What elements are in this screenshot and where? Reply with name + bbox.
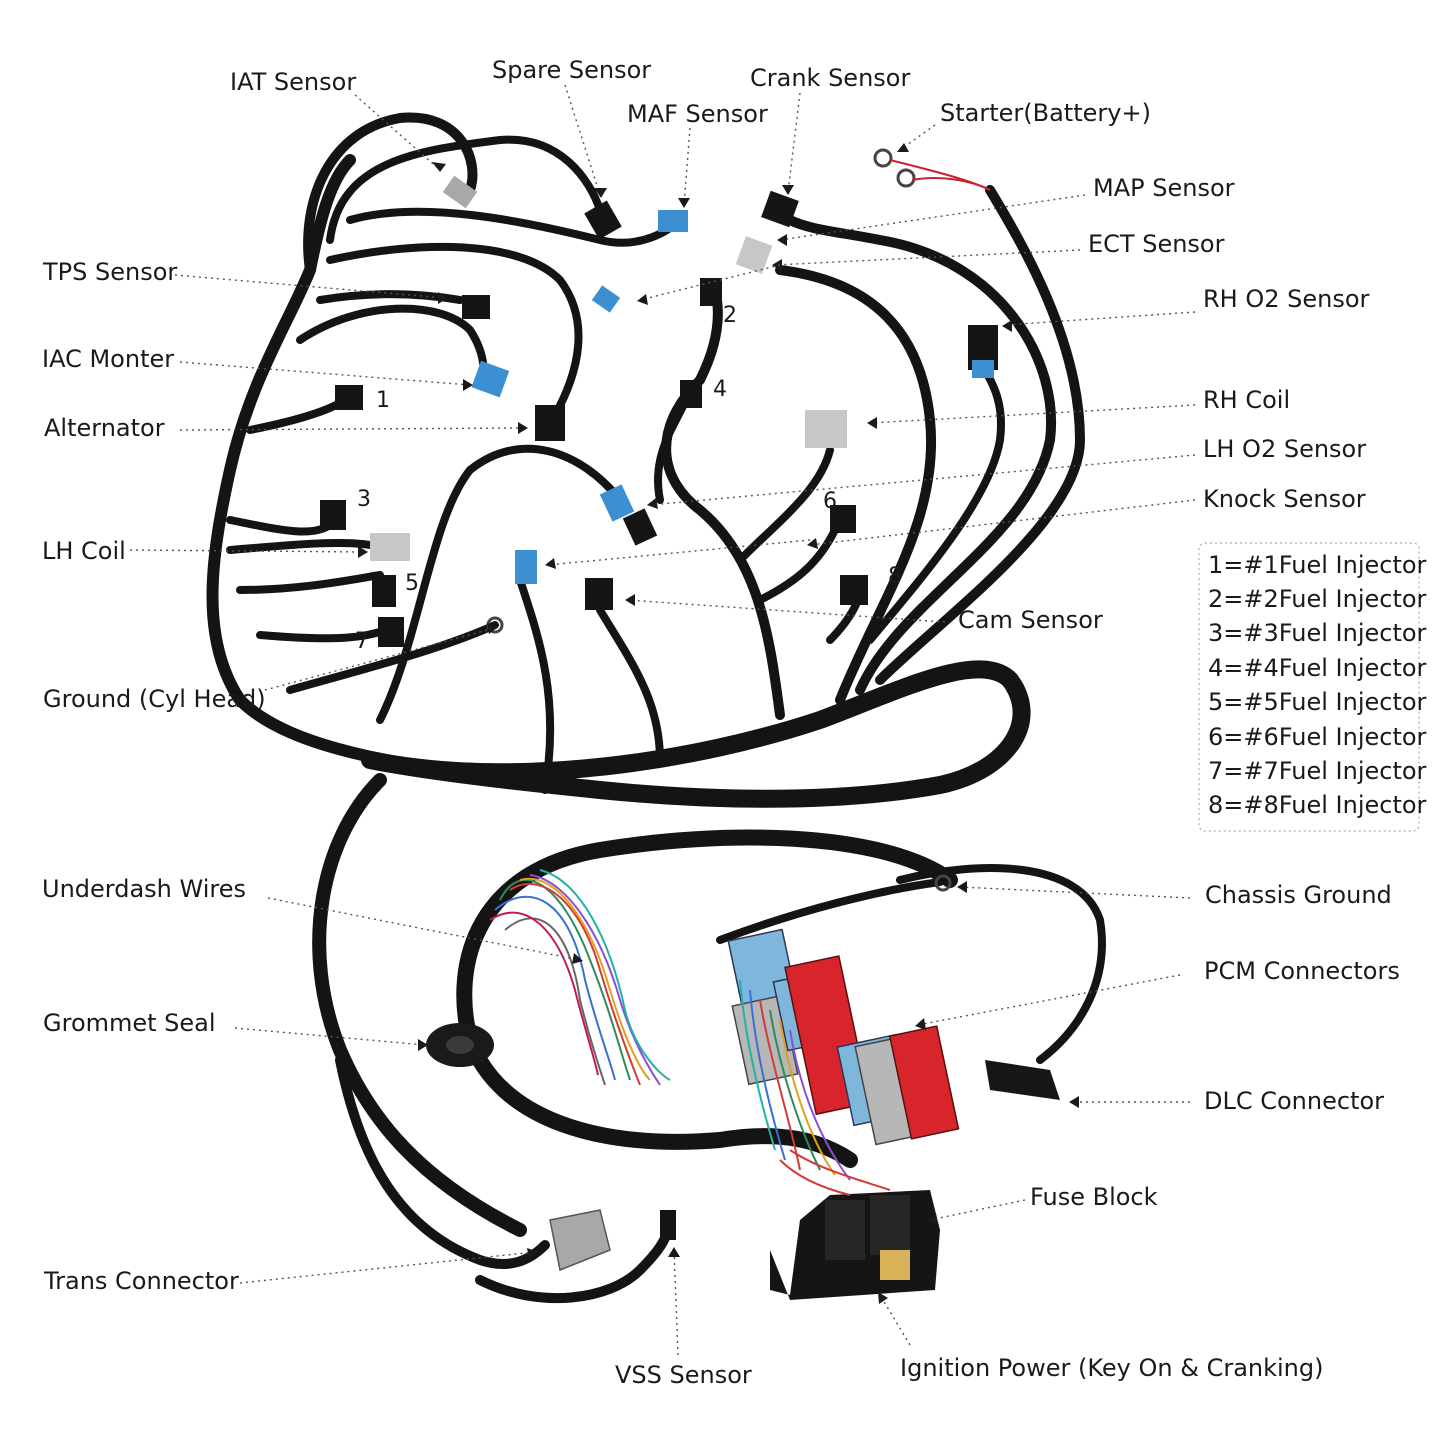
center-loop-wire (376, 444, 624, 724)
pcm-connectors (727, 928, 960, 1146)
label-spare-sensor: Spare Sensor (492, 56, 651, 84)
injector-number-5: 5 (405, 571, 419, 596)
label-cam-sensor: Cam Sensor (958, 606, 1103, 634)
label-pcm-connectors: PCM Connectors (1204, 957, 1400, 985)
injector-number-3: 3 (357, 487, 371, 512)
label-iat-sensor: IAT Sensor (230, 68, 356, 96)
label-underdash-wires: Underdash Wires (42, 875, 246, 903)
pcm-loom (456, 829, 958, 1048)
starter-wire (875, 185, 1085, 685)
label-ignition-power: Ignition Power (Key On & Cranking) (900, 1354, 1323, 1382)
rh-o2-wire (866, 366, 1005, 644)
harness-wires (206, 112, 1106, 1304)
rh-coil-wire (775, 265, 937, 705)
label-maf-sensor: MAF Sensor (627, 100, 768, 128)
injector-number-2: 2 (723, 303, 737, 328)
label-trans-connector: Trans Connector (43, 1267, 239, 1295)
label-iac-monter: IAC Monter (42, 345, 174, 373)
trans-wire (335, 1055, 550, 1269)
label-lh-coil: LH Coil (42, 537, 126, 565)
legend-item-6: 6=#6Fuel Injector (1208, 723, 1427, 751)
label-grommet-seal: Grommet Seal (43, 1009, 216, 1037)
injector-number-4: 4 (713, 377, 727, 402)
legend-item-4: 4=#4Fuel Injector (1208, 654, 1427, 682)
injector-number-6: 6 (823, 489, 837, 514)
injector-number-8: 8 (888, 564, 902, 589)
label-ect-sensor: ECT Sensor (1088, 230, 1225, 258)
component-labels: IAT Sensor Spare Sensor Crank Sensor MAF… (42, 56, 1400, 1389)
iat-wire (303, 112, 478, 275)
vss-wire (475, 1225, 673, 1304)
grommet-seal-shape (426, 1023, 494, 1067)
pcm-wire-tails (739, 979, 851, 1181)
label-tps-sensor: TPS Sensor (42, 258, 177, 286)
inj7-wire (256, 626, 389, 643)
tps-wire (316, 290, 464, 304)
connector-bodies (320, 148, 998, 1240)
inj6-wire (756, 526, 839, 604)
leader-lines (129, 84, 1196, 1356)
cam-conn-wire (596, 606, 664, 764)
legend-item-1: 1=#1Fuel Injector (1208, 551, 1427, 579)
spare-wire (326, 135, 604, 244)
label-alternator: Alternator (44, 414, 165, 442)
dlc-connector-shape (985, 1060, 1060, 1100)
label-map-sensor: MAP Sensor (1093, 174, 1235, 202)
inj5-wire (236, 571, 384, 594)
chassis-ground-wire (716, 878, 944, 944)
legend-item-3: 3=#3Fuel Injector (1208, 619, 1427, 647)
label-dlc-connector: DLC Connector (1204, 1087, 1384, 1115)
pcm-loom-lower (462, 1032, 858, 1168)
map-wire (785, 215, 1057, 695)
underdash-wires (489, 869, 671, 1086)
label-fuse-block: Fuse Block (1030, 1183, 1158, 1211)
left-loop-wire (206, 154, 606, 796)
legend-item-5: 5=#5Fuel Injector (1208, 688, 1427, 716)
injector-numbers: 1 2 3 4 5 6 7 8 (355, 303, 902, 654)
legend-item-7: 7=#7Fuel Injector (1208, 757, 1427, 785)
injector-number-7: 7 (355, 629, 369, 654)
knock-wire (736, 446, 834, 564)
injector-legend: 1=#1Fuel Injector 2=#2Fuel Injector 3=#3… (1198, 542, 1427, 832)
iac-wire (296, 304, 494, 389)
label-lh-o2-sensor: LH O2 Sensor (1203, 435, 1366, 463)
label-ground-cyl-head: Ground (Cyl Head) (43, 685, 266, 713)
label-rh-o2-sensor: RH O2 Sensor (1203, 285, 1370, 313)
legend-item-8: 8=#8Fuel Injector (1208, 791, 1427, 819)
lh-coil-wire (226, 538, 374, 554)
maf-wire (346, 207, 684, 247)
inj3-wire (226, 516, 339, 536)
center-trunk-wire (661, 285, 785, 720)
injector-number-1: 1 (376, 388, 390, 413)
alt-conn-wire (326, 242, 583, 419)
fuse-block (770, 1149, 940, 1300)
legend-item-2: 2=#2Fuel Injector (1208, 585, 1427, 613)
alt-wire (246, 396, 349, 434)
label-rh-coil: RH Coil (1203, 386, 1290, 414)
label-chassis-ground: Chassis Ground (1205, 881, 1392, 909)
main-loom (361, 660, 1031, 808)
label-starter: Starter(Battery+) (940, 99, 1151, 127)
label-vss-sensor: VSS Sensor (615, 1361, 752, 1389)
trans-connector-shape (549, 1209, 611, 1272)
label-knock-sensor: Knock Sensor (1203, 485, 1366, 513)
blue-conn-wire (516, 576, 555, 794)
label-crank-sensor: Crank Sensor (750, 64, 910, 92)
lower-loom (312, 773, 527, 1237)
dlc-wire (896, 864, 1106, 1064)
